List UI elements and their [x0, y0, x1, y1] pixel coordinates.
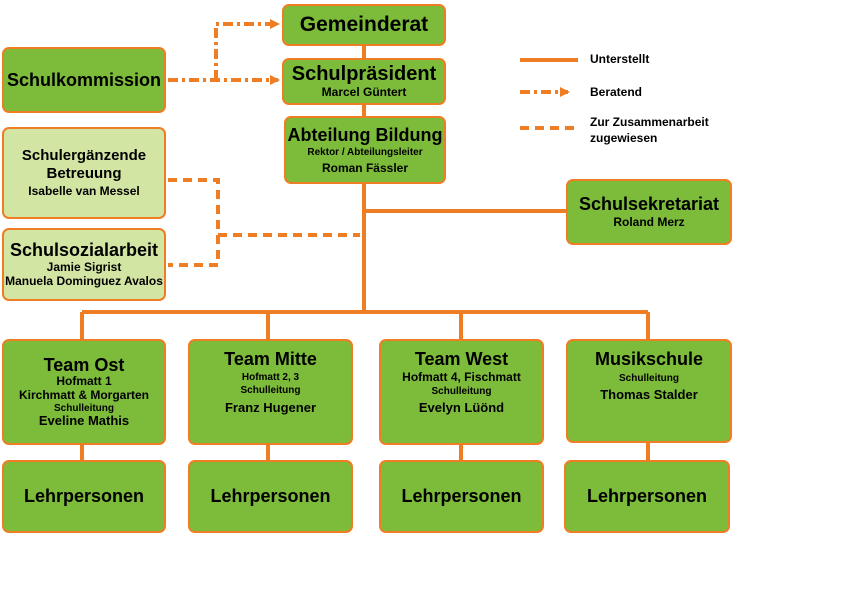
box-team-ost: Team Ost Hofmatt 1 Kirchmatt & Morgarten…: [2, 339, 166, 445]
betreuung-line2: Betreuung: [46, 164, 122, 182]
box-schulsozialarbeit: Schulsozialarbeit Jamie Sigrist Manuela …: [2, 228, 166, 301]
team-ost-title: Team Ost: [43, 354, 125, 375]
lehrpersonen-label: Lehrpersonen: [210, 486, 331, 507]
legend-zusammenarbeit-line2: zugewiesen: [590, 131, 658, 146]
box-team-mitte: Team Mitte Hofmatt 2, 3 Schulleitung Fra…: [188, 339, 353, 445]
cooperation-lines: [168, 178, 360, 267]
legend-unterstellt: Unterstellt: [590, 52, 650, 66]
box-gemeinderat: Gemeinderat: [282, 4, 446, 46]
gemeinderat-title: Gemeinderat: [299, 12, 429, 36]
musikschule-person: Thomas Stalder: [600, 387, 698, 403]
sozialarbeit-title: Schulsozialarbeit: [9, 240, 159, 261]
schulpraesident-title: Schulpräsident: [291, 63, 437, 86]
musikschule-role: Schulleitung: [619, 372, 679, 384]
team-west-loc: Hofmatt 4, Fischmatt: [402, 369, 521, 384]
sekretariat-person: Roland Merz: [613, 215, 685, 230]
box-musikschule: Musikschule Schulleitung Thomas Stalder: [566, 339, 732, 443]
team-ost-loc1: Hofmatt 1: [56, 374, 112, 389]
abteilung-title: Abteilung Bildung: [287, 124, 443, 145]
team-west-title: Team West: [414, 349, 509, 369]
team-ost-role: Schulleitung: [54, 402, 114, 414]
lehrpersonen-label: Lehrpersonen: [23, 486, 145, 507]
box-schulsekretariat: Schulsekretariat Roland Merz: [566, 179, 732, 245]
team-mitte-title: Team Mitte: [224, 349, 317, 369]
lehrpersonen-label: Lehrpersonen: [401, 486, 522, 507]
box-lehrpersonen-musik: Lehrpersonen: [564, 460, 730, 533]
legend-symbols: [520, 58, 578, 130]
box-schulkommission: Schulkommission: [2, 47, 166, 113]
lehrpersonen-label: Lehrpersonen: [586, 486, 708, 507]
team-west-role: Schulleitung: [431, 386, 492, 398]
legend-beratend: Beratend: [590, 85, 643, 99]
box-schulpraesident: Schulpräsident Marcel Güntert: [282, 58, 446, 105]
betreuung-person: Isabelle van Messel: [28, 183, 140, 198]
team-ost-loc2: Kirchmatt & Morgarten: [18, 388, 149, 403]
team-mitte-loc: Hofmatt 2, 3: [241, 371, 300, 383]
box-abteilung-bildung: Abteilung Bildung Rektor / Abteilungslei…: [284, 116, 446, 184]
sekretariat-title: Schulsekretariat: [578, 193, 720, 214]
legend-zusammenarbeit-line1: Zur Zusammenarbeit: [590, 115, 709, 129]
team-west-person: Evelyn Lüönd: [418, 399, 505, 415]
legend-zusammenarbeit: Zur Zusammenarbeit zugewiesen: [590, 114, 709, 146]
schulpraesident-person: Marcel Güntert: [321, 85, 407, 100]
betreuung-line1: Schulergänzende: [21, 147, 147, 165]
advisory-lines: [168, 19, 280, 85]
abteilung-role: Rektor / Abteilungsleiter: [307, 147, 423, 159]
dash-betreuung-sozialarbeit: [168, 178, 220, 267]
team-ost-person: Eveline Mathis: [38, 413, 130, 429]
box-lehrpersonen-ost: Lehrpersonen: [2, 460, 166, 533]
solid-lines: [80, 46, 650, 460]
box-team-west: Team West Hofmatt 4, Fischmatt Schulleit…: [379, 339, 544, 445]
team-mitte-role: Schulleitung: [240, 385, 301, 397]
sozialarbeit-person1: Jamie Sigrist: [46, 260, 122, 275]
abteilung-person: Roman Fässler: [321, 160, 409, 175]
arrow-kommission-gemeinderat: [214, 19, 280, 80]
box-lehrpersonen-mitte: Lehrpersonen: [188, 460, 353, 533]
schulkommission-title: Schulkommission: [6, 69, 162, 90]
sozialarbeit-person2: Manuela Dominguez Avalos: [5, 273, 163, 288]
box-lehrpersonen-west: Lehrpersonen: [379, 460, 544, 533]
musikschule-title: Musikschule: [594, 349, 704, 369]
box-schulergaenzende-betreuung: Schulergänzende Betreuung Isabelle van M…: [2, 127, 166, 219]
team-mitte-person: Franz Hugener: [224, 399, 316, 415]
